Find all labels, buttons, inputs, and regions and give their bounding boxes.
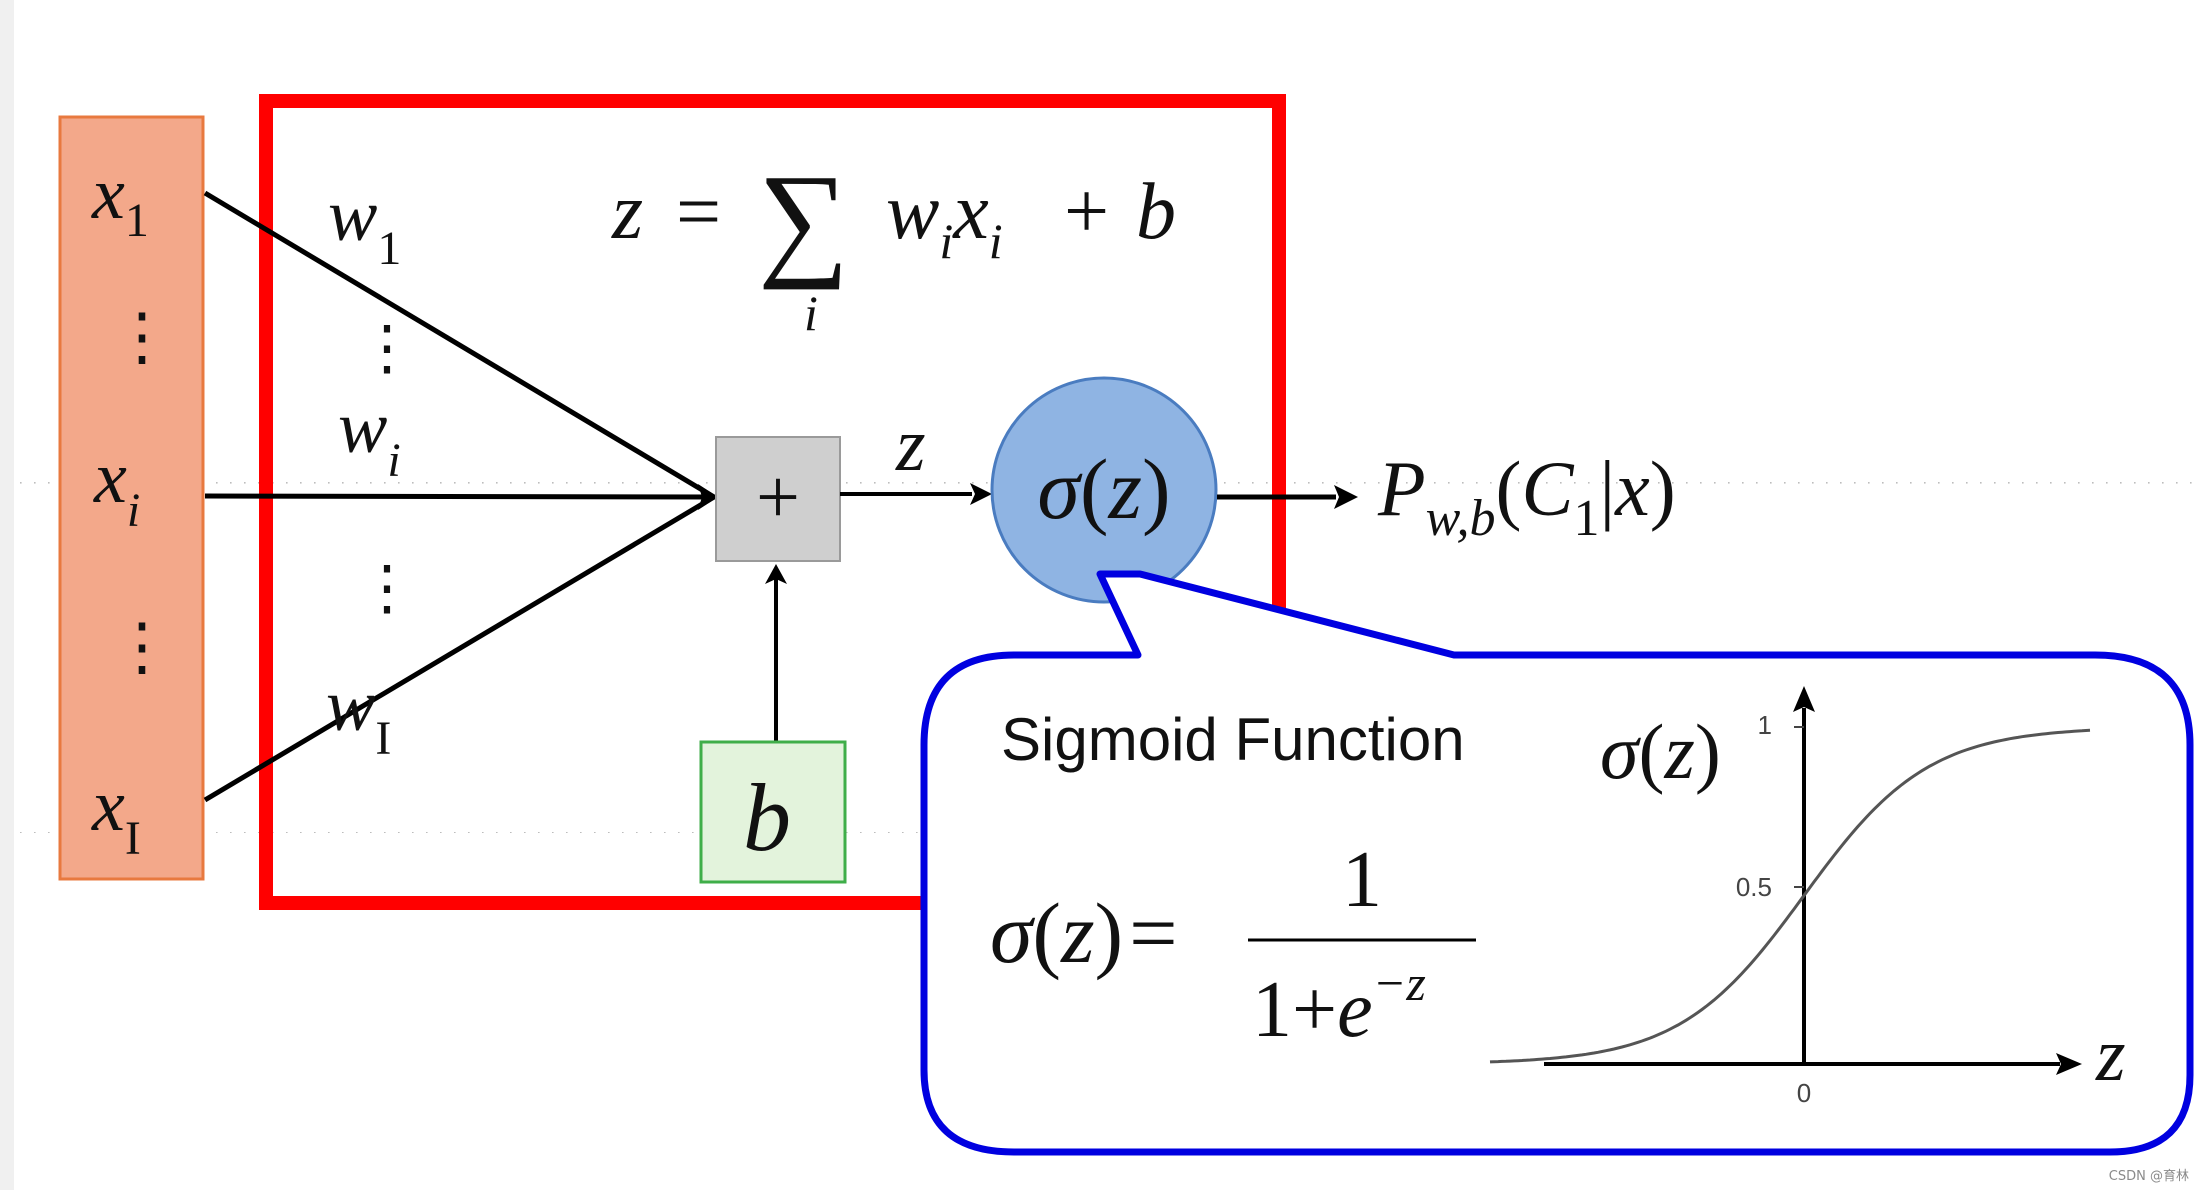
input-x1: x1 bbox=[91, 153, 149, 247]
input-xi: xi bbox=[93, 437, 140, 537]
weight-arrowhead bbox=[698, 484, 718, 510]
bias-arrowhead bbox=[765, 564, 787, 584]
tick-half: 0.5 bbox=[1736, 872, 1772, 902]
sigma-node bbox=[990, 376, 1218, 604]
svg-text:=: = bbox=[676, 168, 721, 256]
sigmoid-curve bbox=[1489, 728, 2091, 1064]
weight-w1: w1 bbox=[328, 175, 401, 275]
watermark: CSDN @育林 bbox=[2108, 1169, 2189, 1184]
bias-node bbox=[699, 740, 847, 884]
input-xI: xI bbox=[91, 765, 141, 865]
svg-text:wixi: wixi bbox=[886, 168, 1003, 269]
plot-y-label: σ(z) bbox=[1600, 708, 1721, 795]
weight-dots-upper: ⋮ bbox=[357, 315, 417, 381]
sigma-node-label: σ(z) bbox=[1037, 441, 1170, 537]
weighted-sum-formula: z = ∑ i wixi + b bbox=[611, 148, 1176, 341]
svg-text:b: b bbox=[1136, 168, 1176, 256]
input-column bbox=[58, 115, 205, 881]
plot-y-arrowhead bbox=[1793, 686, 1815, 712]
sigmoid-plot: 1 0.5 0 σ(z) z bbox=[1489, 686, 2126, 1108]
bias-label: b bbox=[743, 764, 791, 871]
tick-one: 1 bbox=[1758, 710, 1772, 740]
weight-line-I bbox=[203, 494, 716, 803]
svg-text:1: 1 bbox=[1342, 836, 1382, 924]
callout-title: Sigmoid Function bbox=[1001, 706, 1465, 773]
output-probability: Pw,b(C1|x) bbox=[1377, 445, 1676, 547]
svg-text:+: + bbox=[1064, 168, 1109, 256]
sum-symbol: + bbox=[756, 453, 800, 540]
tick-zero: 0 bbox=[1797, 1078, 1811, 1108]
svg-text:σ(z)=: σ(z)= bbox=[990, 885, 1178, 981]
input-dots-upper: ⋮ bbox=[110, 301, 174, 372]
output-arrowhead bbox=[1334, 485, 1358, 509]
z-label: z bbox=[895, 403, 926, 487]
weight-wi: wi bbox=[338, 387, 401, 487]
sigmoid-formula: σ(z)= 1 1+e−z bbox=[990, 836, 1476, 1054]
weight-line-i bbox=[204, 493, 715, 500]
sigmoid-callout bbox=[920, 570, 2194, 1156]
svg-text:∑: ∑ bbox=[758, 148, 849, 290]
left-edge bbox=[0, 0, 14, 1190]
svg-text:1+e−z: 1+e−z bbox=[1252, 955, 1426, 1054]
sum-node bbox=[715, 436, 841, 562]
svg-text:z: z bbox=[611, 168, 643, 256]
weight-line-1 bbox=[203, 190, 716, 500]
svg-text:i: i bbox=[804, 285, 818, 341]
plot-x-arrowhead bbox=[2056, 1053, 2082, 1075]
plot-x-label: z bbox=[2095, 1013, 2126, 1097]
weight-wI: wI bbox=[326, 665, 391, 765]
z-arrowhead bbox=[970, 483, 992, 505]
neuron-frame bbox=[259, 94, 1286, 910]
input-dots-lower: ⋮ bbox=[110, 611, 174, 682]
weight-dots-lower: ⋮ bbox=[357, 555, 417, 621]
